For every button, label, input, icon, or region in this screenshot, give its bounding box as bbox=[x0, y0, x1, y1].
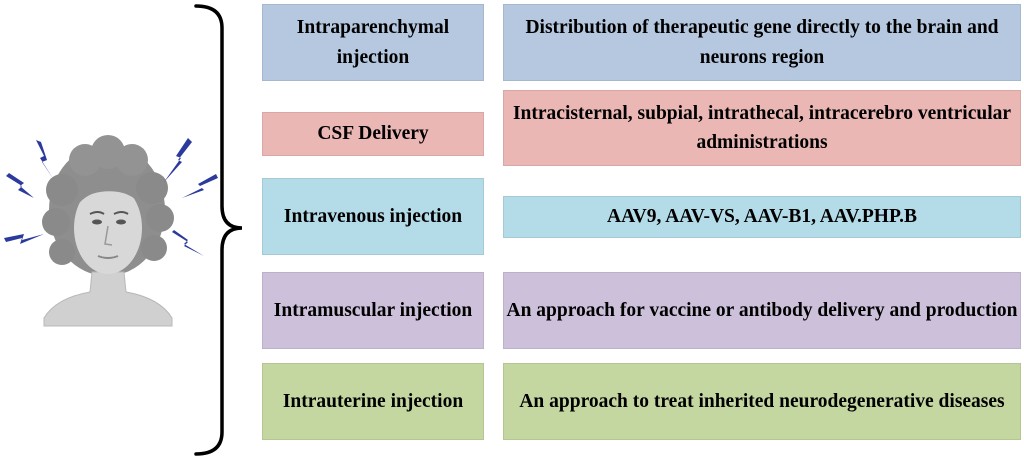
description-box-csf: Intracisternal, subpial, intrathecal, in… bbox=[503, 90, 1021, 166]
description-text: Distribution of therapeutic gene directl… bbox=[525, 17, 999, 68]
description-text: Intracisternal, subpial, intrathecal, in… bbox=[512, 102, 1012, 153]
bolt-icon bbox=[4, 234, 44, 244]
bolt-icon bbox=[164, 138, 192, 182]
description-text: AAV9, AAV-VS, AAV-B1, AAV.PHP.B bbox=[607, 206, 917, 228]
route-label: Intravenous injection bbox=[283, 205, 463, 227]
route-label: Intraparenchymal injection bbox=[296, 17, 450, 68]
bolt-icon bbox=[172, 230, 204, 256]
face bbox=[74, 180, 142, 274]
headache-person-illustration bbox=[4, 135, 218, 327]
route-box-intrauterine: Intrauterine injection bbox=[262, 363, 484, 440]
route-label: Intramuscular injection bbox=[273, 299, 473, 321]
bolt-icon bbox=[182, 174, 218, 198]
route-label: Intrauterine injection bbox=[282, 390, 464, 412]
shoulders bbox=[43, 271, 173, 327]
description-box-intrauterine: An approach to treat inherited neurodege… bbox=[503, 363, 1021, 440]
bolt-icon bbox=[6, 173, 34, 198]
route-box-intraparenchymal: Intraparenchymal injection bbox=[262, 4, 484, 81]
curly-brace bbox=[194, 4, 243, 456]
route-label: CSF Delivery bbox=[317, 123, 429, 145]
pain-bolt-icons bbox=[4, 138, 218, 256]
bolt-icon bbox=[36, 140, 54, 180]
route-box-csf: CSF Delivery bbox=[262, 112, 484, 156]
description-box-intraparenchymal: Distribution of therapeutic gene directl… bbox=[503, 4, 1021, 81]
description-box-intramuscular: An approach for vaccine or antibody deli… bbox=[503, 272, 1021, 349]
description-text: An approach for vaccine or antibody deli… bbox=[506, 299, 1018, 321]
description-box-intravenous: AAV9, AAV-VS, AAV-B1, AAV.PHP.B bbox=[503, 196, 1021, 238]
route-box-intramuscular: Intramuscular injection bbox=[262, 272, 484, 349]
description-text: An approach to treat inherited neurodege… bbox=[519, 390, 1005, 412]
route-box-intravenous: Intravenous injection bbox=[262, 178, 484, 255]
